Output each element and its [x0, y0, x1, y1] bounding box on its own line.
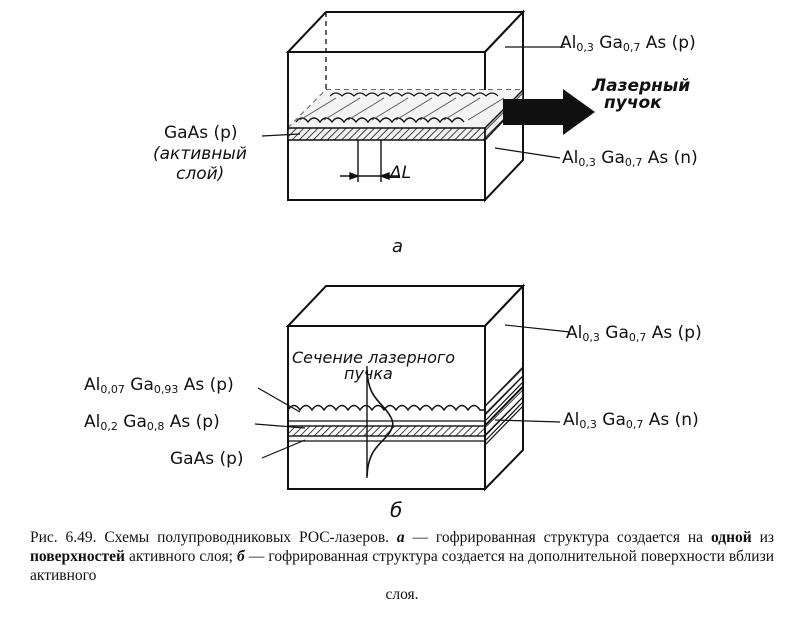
caption-a-bold: одной	[710, 529, 752, 546]
label-bottom-layer-a: Al0,3 Ga0,7 As (n)	[562, 148, 698, 169]
figure-b-layers	[287, 365, 524, 447]
caption-b-text: — гофрированная структура создается на д…	[30, 548, 774, 584]
figure-b-block	[285, 283, 526, 492]
caption-a-letter: а	[396, 529, 405, 546]
label-active-line1: GaAs (p)	[164, 123, 238, 143]
period-marker	[340, 140, 400, 182]
leader-layer3-b	[261, 439, 306, 459]
caption-b-letter: б	[236, 548, 245, 565]
leader-layer1-b	[257, 387, 301, 413]
label-beam-line1: Лазерный	[592, 76, 691, 96]
caption-lead: Рис. 6.49. Схемы полупроводниковых РОС-л…	[30, 529, 390, 546]
laser-beam-arrow	[503, 89, 595, 135]
leader-bottom-layer-b	[494, 419, 561, 423]
label-active-line3: слой)	[176, 164, 225, 184]
figure-caption: Рис. 6.49. Схемы полупроводниковых РОС-л…	[30, 528, 774, 604]
label-active-line2: (активный	[153, 144, 247, 164]
caption-last-line: слоя.	[385, 586, 419, 603]
leader-bottom-layer-a	[494, 147, 561, 159]
caption-a-text-1: — гофрированная структура создается на	[404, 529, 711, 546]
caption-a-bold2: поверхностей	[30, 548, 125, 565]
label-layer1-b: Al0,07 Ga0,93 As (p)	[84, 375, 234, 396]
caption-a-text-2: из	[751, 529, 774, 546]
label-bottom-layer-b: Al0,3 Ga0,7 As (n)	[563, 410, 699, 431]
figure-a-letter: a	[392, 236, 404, 257]
corrugation-wave-a	[295, 117, 465, 124]
label-top-layer-b: Al0,3 Ga0,7 As (p)	[566, 323, 702, 344]
leader-active-a	[261, 133, 301, 137]
label-beam-section-line2: пучка	[344, 364, 393, 383]
label-layer3-b: GaAs (p)	[170, 449, 244, 469]
label-period: ΔL	[390, 163, 412, 183]
label-layer2-b: Al0,2 Ga0,8 As (p)	[84, 412, 220, 433]
leader-top-layer-b	[504, 324, 571, 333]
beam-profile-curve	[366, 369, 394, 477]
label-beam-line2: пучок	[604, 93, 662, 113]
caption-a-text-3: активного слоя;	[124, 548, 237, 565]
figure-b-letter: б	[390, 498, 403, 522]
label-beam-section-line1: Сечение лазерного	[292, 348, 456, 367]
label-top-layer-a: Al0,3 Ga0,7 As (p)	[560, 33, 696, 54]
figure-a-active-layer	[287, 88, 524, 142]
corrugation-wave-b	[287, 404, 485, 412]
leader-layer2-b	[254, 423, 306, 429]
